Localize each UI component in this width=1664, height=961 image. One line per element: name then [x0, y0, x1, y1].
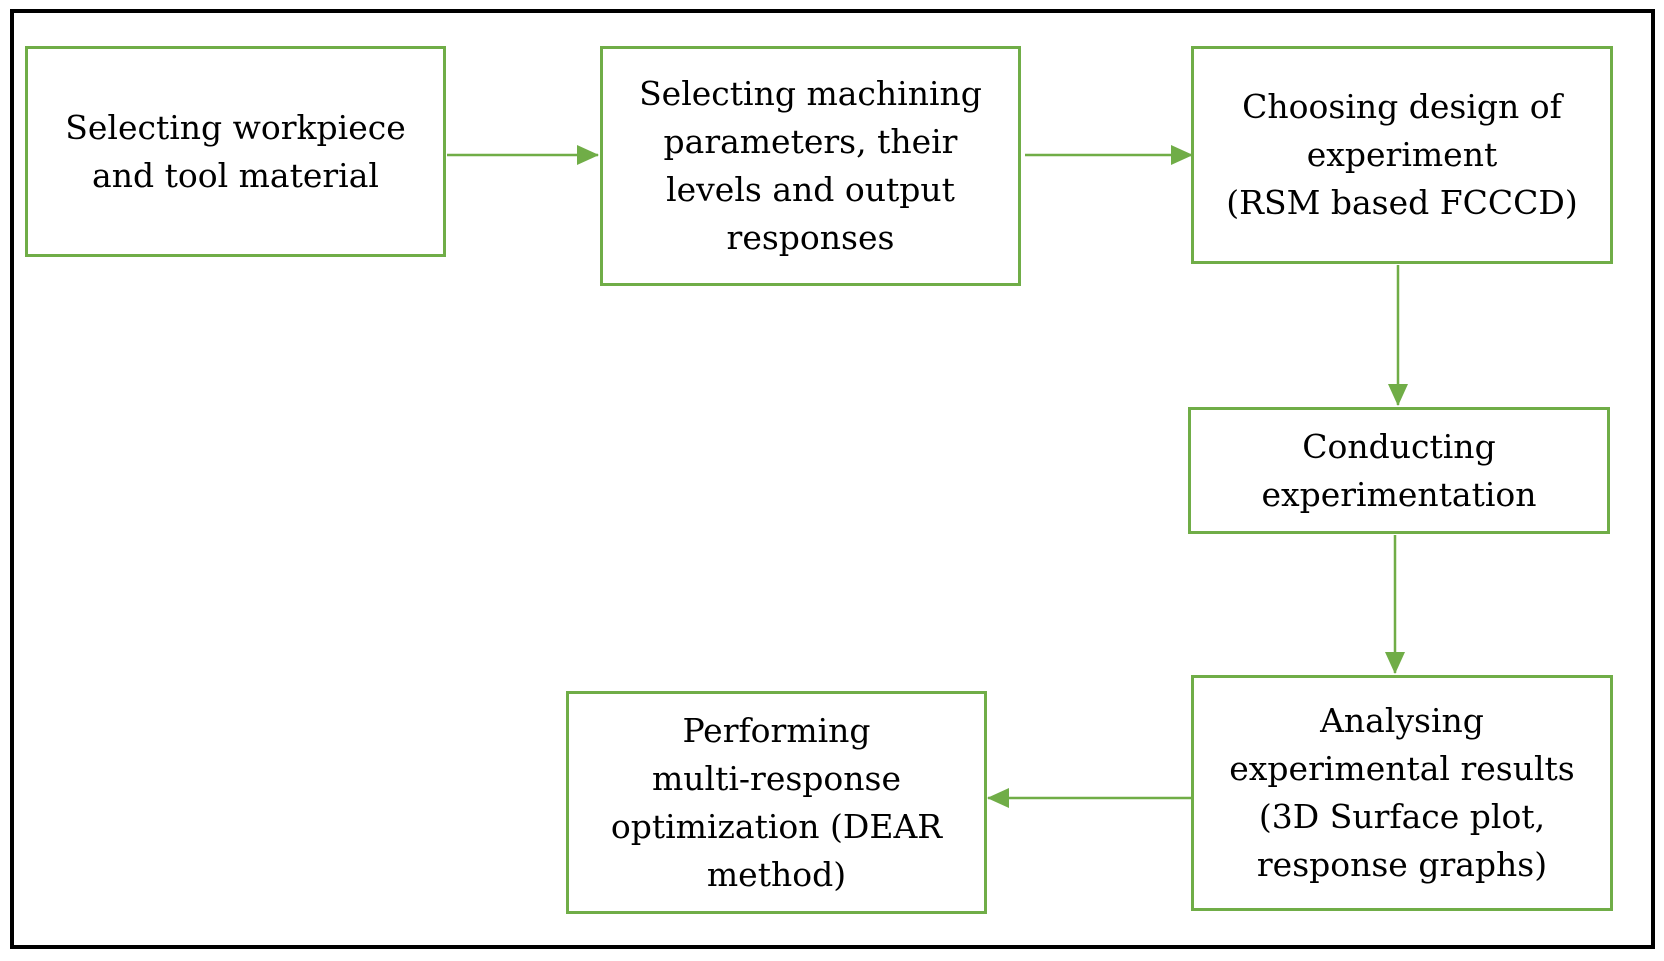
step-design-of-experiment-label: Choosing design of experiment (RSM based…	[1226, 87, 1578, 222]
step-select-parameters-box: Selecting machining parameters, their le…	[600, 46, 1021, 286]
step-select-workpiece-label: Selecting workpiece and tool material	[65, 107, 406, 195]
step-design-of-experiment-box: Choosing design of experiment (RSM based…	[1191, 46, 1613, 264]
step-analysing-results-label: Analysing experimental results (3D Surfa…	[1229, 701, 1575, 884]
step-conducting-experimentation-label: Conducting experimentation	[1261, 426, 1537, 514]
diagram-frame	[10, 9, 1655, 949]
step-analysing-results-box: Analysing experimental results (3D Surfa…	[1191, 675, 1613, 911]
step-multi-response-optimization-box: Performing multi-response optimization (…	[566, 691, 987, 914]
step-multi-response-optimization-label: Performing multi-response optimization (…	[610, 710, 943, 894]
step-select-workpiece-box: Selecting workpiece and tool material	[25, 46, 446, 257]
step-select-parameters-label: Selecting machining parameters, their le…	[639, 74, 982, 257]
step-conducting-experimentation-box: Conducting experimentation	[1188, 407, 1610, 534]
